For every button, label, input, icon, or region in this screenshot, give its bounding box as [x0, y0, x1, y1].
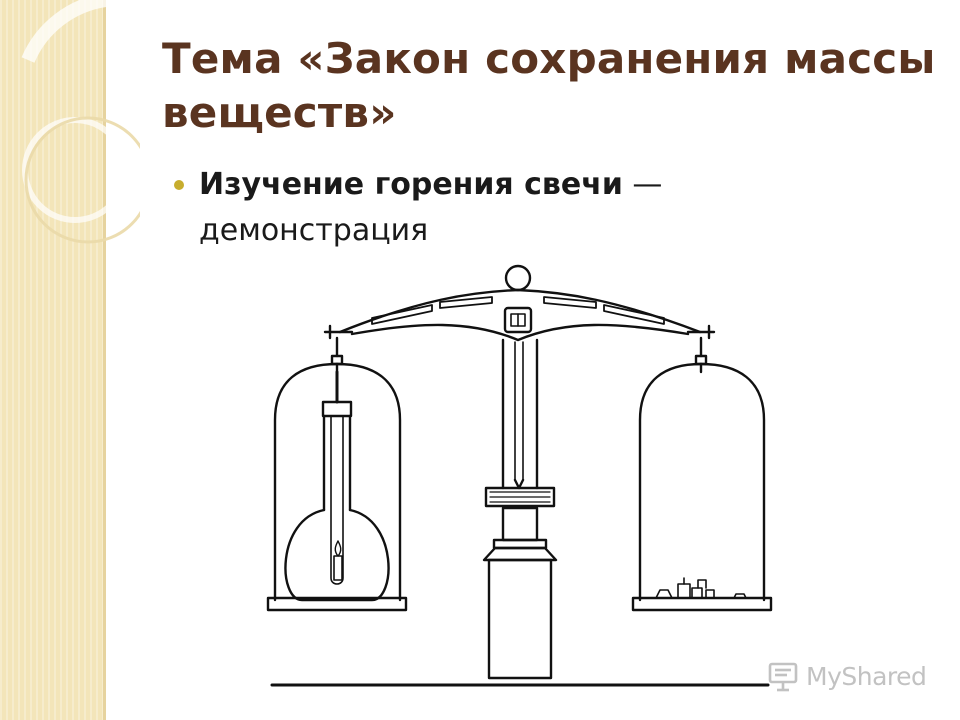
bullet-text: Изучение горения свечи — демонстрация: [199, 162, 759, 254]
presentation-board-icon: [768, 662, 798, 692]
bullet-rest-text: — демонстрация: [199, 167, 663, 248]
right-bell-jar: [631, 336, 773, 612]
scale-beam: [323, 264, 716, 342]
bullet-marker: [174, 180, 184, 190]
decorative-circles: [21, 0, 140, 244]
slide-title: Тема «Закон сохранения массы веществ»: [162, 34, 936, 137]
mysharedwatermark: MyShared: [766, 656, 927, 696]
side-strip-edge: [103, 0, 106, 720]
scale-column: [482, 338, 558, 680]
bullet-strong-text: Изучение горения свечи: [199, 167, 623, 202]
watermark-text: MyShared: [806, 661, 927, 691]
left-bell-jar: [266, 336, 408, 612]
